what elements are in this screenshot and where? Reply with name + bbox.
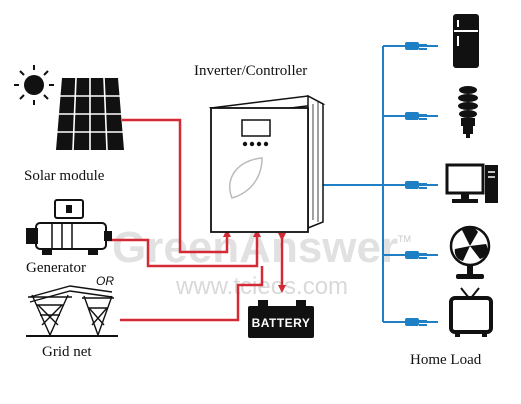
grid-line [120,266,264,322]
inverter-display [241,119,271,137]
leaf-logo-icon [229,157,263,199]
inverter-button [242,141,248,147]
inverter-title: Inverter/Controller [194,63,307,79]
light-bulb-icon [458,86,478,138]
home-load-label: Home Load [410,352,482,368]
inverter-button [249,141,255,147]
refrigerator-icon [453,14,479,68]
solar-module-label: Solar module [24,168,105,184]
tv-icon [449,287,493,337]
generator-line [100,229,261,268]
generator-icon [26,199,112,255]
power-grid-icon [26,285,118,338]
computer-icon [445,163,498,203]
fan-icon [449,225,491,279]
inverter-button [256,141,262,147]
battery-icon: BATTERY [248,300,314,338]
watermark: GreenAnswer TM www.tcieos.com [112,223,411,300]
solar-panel-icon [56,77,124,151]
source-lines [100,118,286,322]
sun-icon [14,65,54,105]
or-label: OR [96,274,114,288]
grid-net-label: Grid net [42,344,92,360]
inverter-unit [208,94,326,233]
generator-label: Generator [26,260,86,276]
watermark-trademark: TM [398,234,411,244]
solar-line [122,118,231,254]
plug-connectors [405,42,427,326]
battery-label: BATTERY [252,316,311,330]
inverter-button [263,141,269,147]
